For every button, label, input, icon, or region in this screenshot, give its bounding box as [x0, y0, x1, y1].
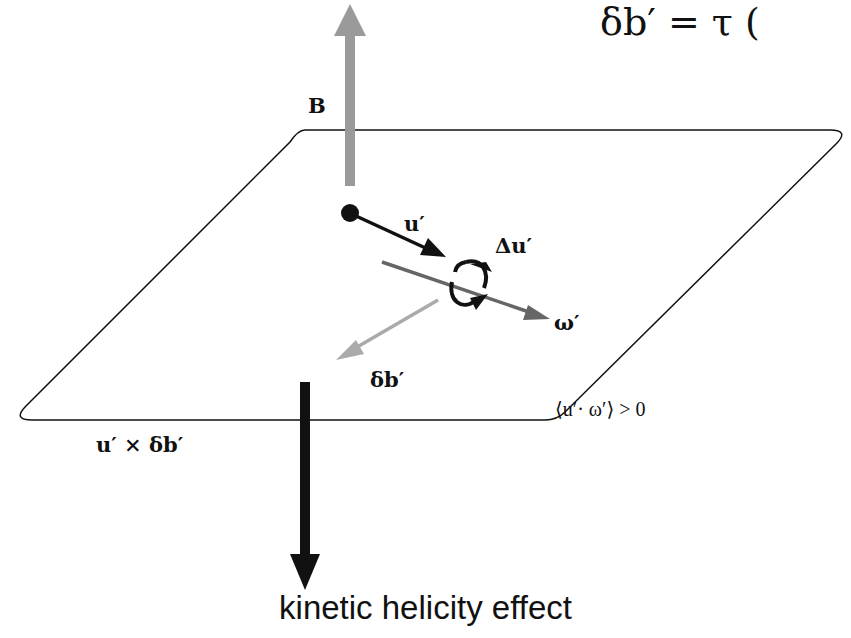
- equation-text: δb′ = τ (: [600, 2, 760, 44]
- helicity-condition: ⟨u′· ω′⟩ > 0: [555, 398, 645, 420]
- caption: kinetic helicity effect: [279, 590, 572, 626]
- emf-head: [290, 554, 320, 590]
- field-label: B: [308, 94, 326, 117]
- vorticity-label: ω′: [554, 311, 580, 334]
- emf-arrow: [300, 382, 310, 557]
- velocity-label: u′: [404, 212, 425, 235]
- rotation-head-2: [470, 294, 488, 310]
- rotation-head-1: [470, 262, 492, 272]
- vorticity-axis: [382, 262, 535, 314]
- vorticity-head: [523, 305, 550, 320]
- induced-field-head: [336, 340, 364, 360]
- velocity-head: [420, 238, 446, 257]
- induced-field-arrow: [352, 300, 438, 350]
- emf-label: u′ × δb′: [96, 433, 183, 456]
- field-arrow: [334, 4, 366, 186]
- plane-outline: [20, 130, 842, 420]
- perturbation-label: Δu′: [495, 234, 532, 257]
- fluid-parcel: [341, 204, 359, 222]
- induced-field-label: δb′: [370, 368, 404, 391]
